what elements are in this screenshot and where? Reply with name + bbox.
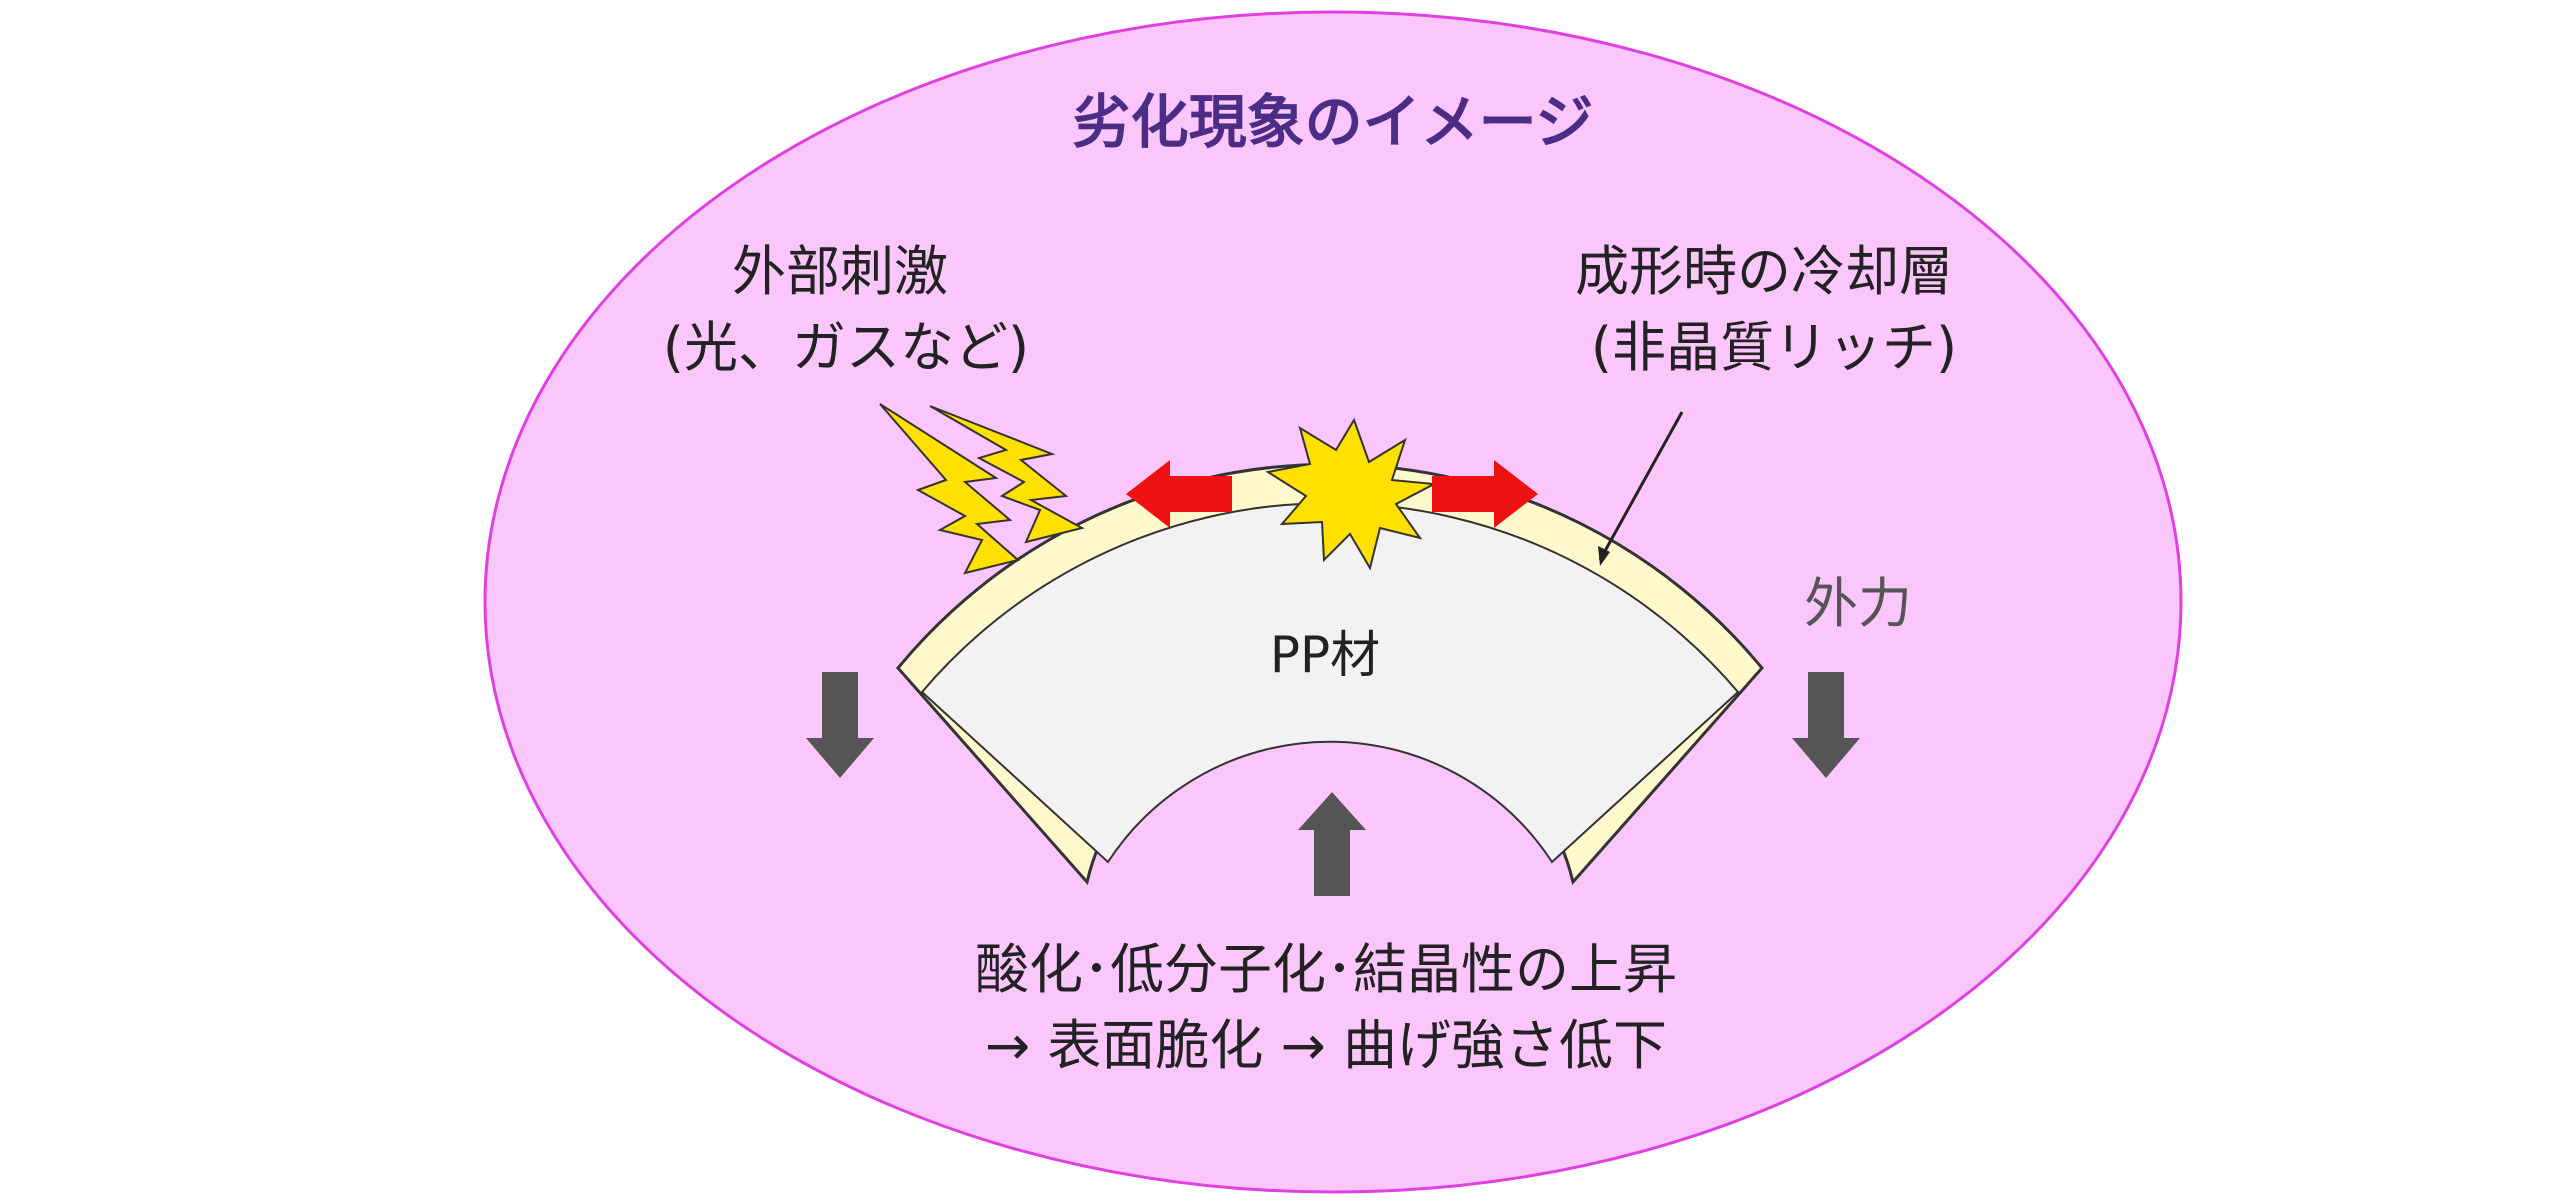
red-arrow-right-icon [1432, 460, 1538, 528]
external-stimulus-label-1: 外部刺激 [732, 240, 948, 303]
external-stimulus-label-2: (光、ガスなど) [663, 316, 1029, 379]
result-label-2: → 表面脆化 → 曲げ強さ低下 [985, 1014, 1667, 1077]
cooling-layer-label-1: 成形時の冷却層 [1575, 240, 1953, 303]
force-arrow-up-icon [1298, 792, 1366, 896]
red-arrow-left-icon [1126, 460, 1232, 528]
material-label: PP材 [1270, 626, 1380, 684]
force-arrow-right-down-icon [1792, 672, 1860, 778]
external-force-label: 外力 [1804, 572, 1912, 635]
cooling-layer-label-2: (非晶質リッチ) [1591, 316, 1957, 379]
cooling-layer-pointer-head-icon [1598, 546, 1610, 566]
result-label-1: 酸化･低分子化･結晶性の上昇 [975, 938, 1677, 1001]
lightning-bolt-left-icon [879, 403, 1021, 575]
diagram-title: 劣化現象のイメージ [1073, 88, 1594, 156]
cooling-layer-pointer [1598, 411, 1684, 561]
impact-star-icon [1265, 417, 1438, 571]
force-arrow-left-down-icon [806, 672, 874, 778]
material-core [920, 502, 1740, 864]
lightning-bolt-right-icon [929, 405, 1085, 544]
